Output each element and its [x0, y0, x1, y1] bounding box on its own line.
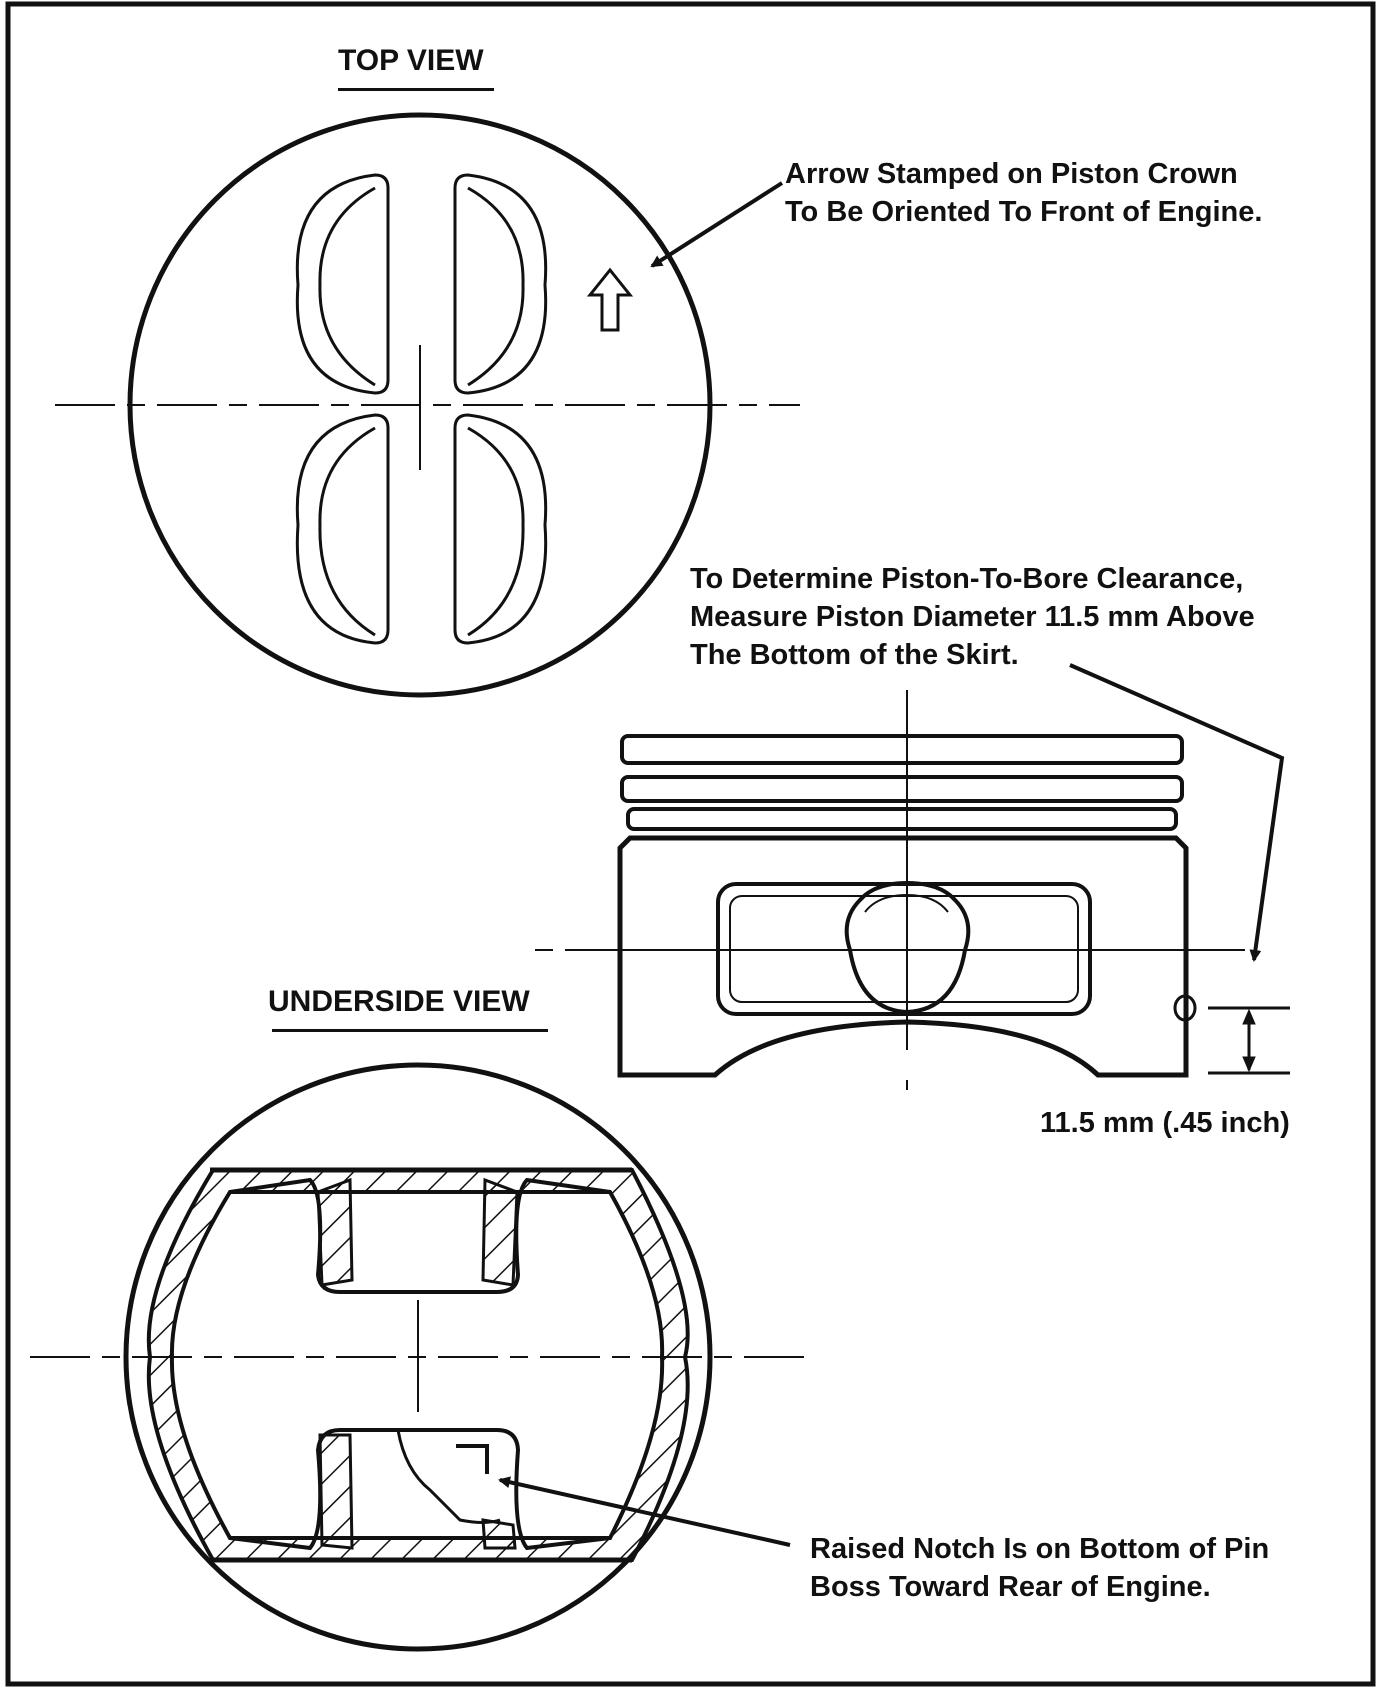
valve-relief-upper-left: [295, 173, 390, 395]
underside-view-title-underline: [272, 1029, 548, 1032]
raised-notch-label-line2: Boss Toward Rear of Engine.: [810, 1571, 1211, 1603]
top-view-drawing: [55, 112, 800, 698]
side-view-drawing: [535, 663, 1290, 1145]
valve-relief-upper-right: [453, 173, 548, 395]
raised-notch-leader: [498, 1476, 791, 1547]
clearance-label-line2: Measure Piston Diameter 11.5 mm Above: [690, 601, 1255, 633]
clearance-leader: [1069, 663, 1285, 962]
clearance-label-line1: To Determine Piston-To-Bore Clearance,: [690, 563, 1244, 595]
valve-relief-lower-left: [295, 413, 390, 645]
top-view-title: TOP VIEW: [338, 44, 484, 77]
underside-view-drawing: [30, 1062, 808, 1652]
front-arrow-icon: [586, 267, 634, 332]
clearance-label-line3: The Bottom of the Skirt.: [690, 639, 1019, 671]
outer-border: [5, 1, 1376, 1687]
raised-notch-label-line1: Raised Notch Is on Bottom of Pin: [810, 1533, 1270, 1565]
top-view-title-underline: [338, 88, 494, 91]
measurement-label: 11.5 mm (.45 inch): [1040, 1107, 1290, 1139]
underside-view-title: UNDERSIDE VIEW: [268, 985, 530, 1018]
arrow-stamped-label-line2: To Be Oriented To Front of Engine.: [785, 196, 1263, 228]
arrow-stamped-label-line1: Arrow Stamped on Piston Crown: [785, 158, 1238, 190]
raised-notch: [456, 1444, 489, 1474]
valve-relief-lower-right: [453, 413, 548, 645]
arrow-stamped-leader: [650, 181, 784, 268]
